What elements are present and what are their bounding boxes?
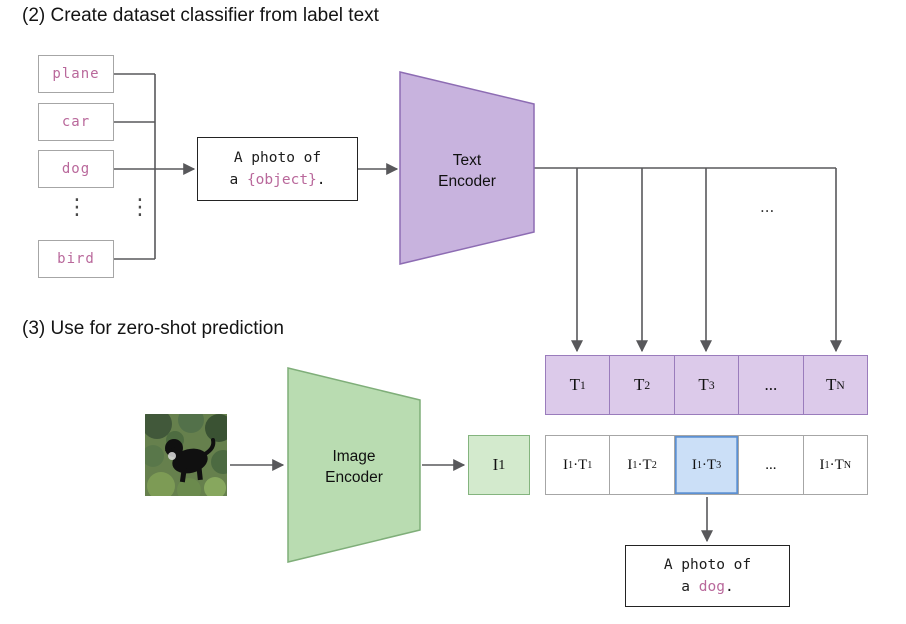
prompt-line1: A photo of	[233, 149, 322, 166]
class-label-plane: plane	[38, 55, 114, 93]
horizontal-ellipsis-arrows: ...	[760, 198, 775, 216]
section2-title: (2) Create dataset classifier from label…	[22, 5, 379, 26]
dog-silhouette	[165, 438, 216, 483]
image-encoder-label: Image Encoder	[325, 448, 383, 486]
class-label-dog: dog	[38, 150, 114, 188]
t-ellipsis-cell: ...	[738, 356, 802, 414]
vertical-ellipsis-connectors: ⋮	[129, 195, 151, 220]
text-encoder-shape	[399, 71, 535, 265]
prediction-line1: A photo of	[663, 556, 752, 573]
prediction-line2: a dog.	[681, 579, 734, 595]
section3-title: (3) Use for zero-shot prediction	[22, 318, 284, 339]
image-encoder-shape	[287, 367, 421, 563]
vertical-ellipsis-labels: ⋮	[66, 195, 88, 220]
dog-photo	[145, 414, 227, 496]
label-branch-lines	[114, 73, 155, 260]
prompt-template-box: A photo of a {object}.	[197, 137, 358, 201]
text-encoder-label: Text Encoder	[438, 152, 496, 190]
class-label-bird: bird	[38, 240, 114, 278]
prompt-line2: a {object}.	[229, 172, 326, 188]
predicted-class: dog	[698, 579, 725, 595]
prompt-object-placeholder: {object}	[246, 172, 317, 188]
connector-lines	[114, 73, 842, 543]
prediction-box: A photo of a dog.	[625, 545, 790, 607]
sim-ellipsis-cell: ...	[738, 436, 802, 494]
class-label-car: car	[38, 103, 114, 141]
foliage-background	[145, 414, 227, 496]
